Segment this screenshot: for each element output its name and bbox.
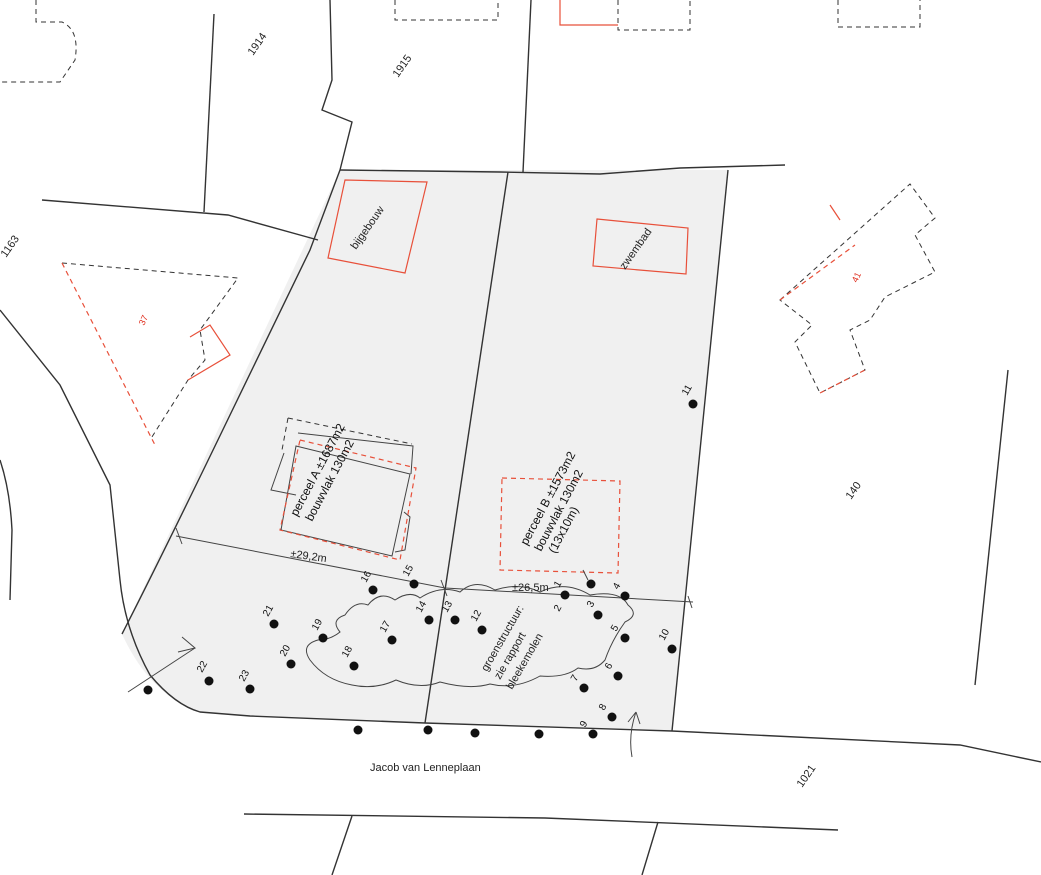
- neighbour-buildings: [0, 0, 936, 446]
- tree-10: [667, 644, 677, 654]
- street-name: Jacob van Lenneplaan: [370, 762, 481, 774]
- tree-15: [409, 579, 419, 589]
- tree-number-6: 6: [603, 661, 616, 672]
- outbuildings: [327, 179, 689, 275]
- plot-area: [122, 170, 728, 731]
- tree-number-20: 20: [278, 643, 293, 659]
- tree-number-15: 15: [401, 563, 416, 579]
- tree-number-23: 23: [237, 668, 252, 684]
- dimension-line: [175, 527, 694, 609]
- tree-unnumbered: [586, 579, 596, 589]
- tree-number-14: 14: [414, 599, 429, 615]
- tree-unnumbered: [143, 685, 153, 695]
- arrow-small: [582, 569, 589, 581]
- parcel-number-1021: 1021: [795, 763, 819, 790]
- tree-8: [607, 712, 617, 722]
- tree-unnumbered: [470, 728, 480, 738]
- building-parcel-b: [499, 477, 621, 574]
- tree-number-12: 12: [469, 608, 484, 624]
- tree-13: [450, 615, 460, 625]
- tree-23: [245, 684, 255, 694]
- tree-4: [620, 591, 630, 601]
- dimension-a: ±29,2m: [290, 548, 328, 565]
- tree-11: [688, 399, 698, 409]
- tree-number-3: 3: [585, 599, 598, 610]
- tree-21: [269, 619, 279, 629]
- tree-1: [560, 590, 570, 600]
- parcel-number-1915: 1915: [391, 53, 415, 80]
- tree-number-13: 13: [440, 599, 455, 615]
- house-number-41: 41: [850, 271, 863, 284]
- building-parcel-a: [270, 417, 417, 561]
- tree-number-17: 17: [378, 619, 393, 635]
- tree-unnumbered: [353, 725, 363, 735]
- tree-number-1: 1: [552, 579, 565, 590]
- tree-number-18: 18: [340, 644, 355, 660]
- tree-number-2: 2: [552, 603, 565, 614]
- parcel-number-1914: 1914: [246, 31, 270, 58]
- greenery-outline: [305, 584, 634, 688]
- tree-5: [620, 633, 630, 643]
- tree-16: [368, 585, 378, 595]
- tree-unnumbered: [534, 729, 544, 739]
- tree-3: [593, 610, 603, 620]
- parcel-number-1163: 1163: [0, 233, 22, 259]
- tree-9: [588, 729, 598, 739]
- arrow: [627, 711, 641, 758]
- tree-number-8: 8: [597, 702, 610, 713]
- tree-19: [318, 633, 328, 643]
- tree-number-19: 19: [310, 617, 325, 633]
- tree-7: [579, 683, 589, 693]
- tree-unnumbered: [423, 725, 433, 735]
- tree-18: [349, 661, 359, 671]
- dimension-b: ±26,5m: [512, 582, 549, 594]
- tree-number-9: 9: [578, 719, 591, 730]
- tree-number-16: 16: [359, 569, 374, 585]
- tree-14: [424, 615, 434, 625]
- tree-22: [204, 676, 214, 686]
- tree-20: [286, 659, 296, 669]
- tree-17: [387, 635, 397, 645]
- tree-number-22: 22: [195, 659, 210, 675]
- tree-number-4: 4: [611, 581, 624, 592]
- tree-number-10: 10: [657, 627, 672, 643]
- tree-6: [613, 671, 623, 681]
- tree-12: [477, 625, 487, 635]
- tree-number-21: 21: [261, 603, 276, 619]
- parcel-number-140: 140: [844, 480, 864, 502]
- tree-number-5: 5: [609, 623, 622, 634]
- tree-number-7: 7: [569, 673, 582, 684]
- house-number-37: 37: [137, 314, 150, 327]
